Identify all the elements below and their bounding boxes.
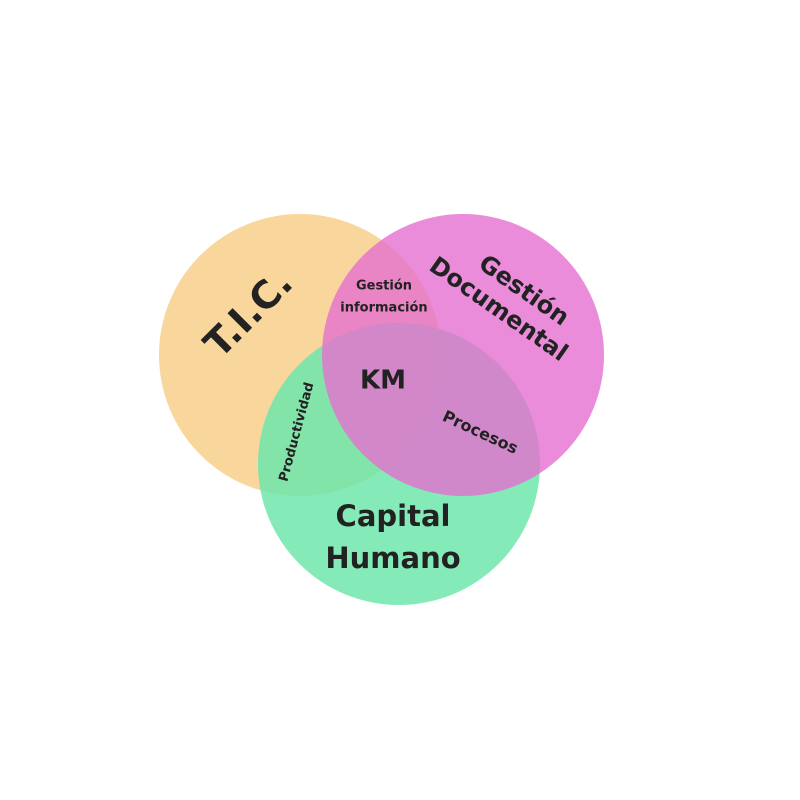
label-gestion-informacion-1: Gestión — [356, 279, 412, 294]
circle-gestion-documental — [322, 214, 604, 496]
label-humano: Humano — [325, 541, 460, 575]
label-km: KM — [360, 366, 406, 396]
label-capital: Capital — [336, 499, 451, 533]
label-gestion-informacion-2: información — [340, 301, 427, 316]
